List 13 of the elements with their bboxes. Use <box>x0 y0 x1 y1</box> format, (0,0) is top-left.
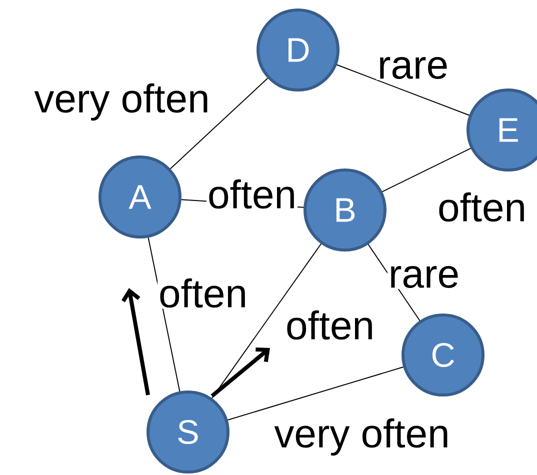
edge-line <box>227 366 404 420</box>
edge-line <box>170 78 268 170</box>
edge-line <box>336 64 470 116</box>
edge-line <box>211 243 322 399</box>
edge-label: rare <box>387 265 461 289</box>
edge-label: often <box>158 277 248 309</box>
edge-label: very often <box>33 82 211 122</box>
edge-label: rare <box>376 56 450 80</box>
edge-label: very often <box>273 417 451 457</box>
edge-label: often <box>436 191 528 223</box>
edge-label: often <box>206 178 298 210</box>
edge-label: often <box>284 309 376 341</box>
edge-line <box>382 148 472 192</box>
